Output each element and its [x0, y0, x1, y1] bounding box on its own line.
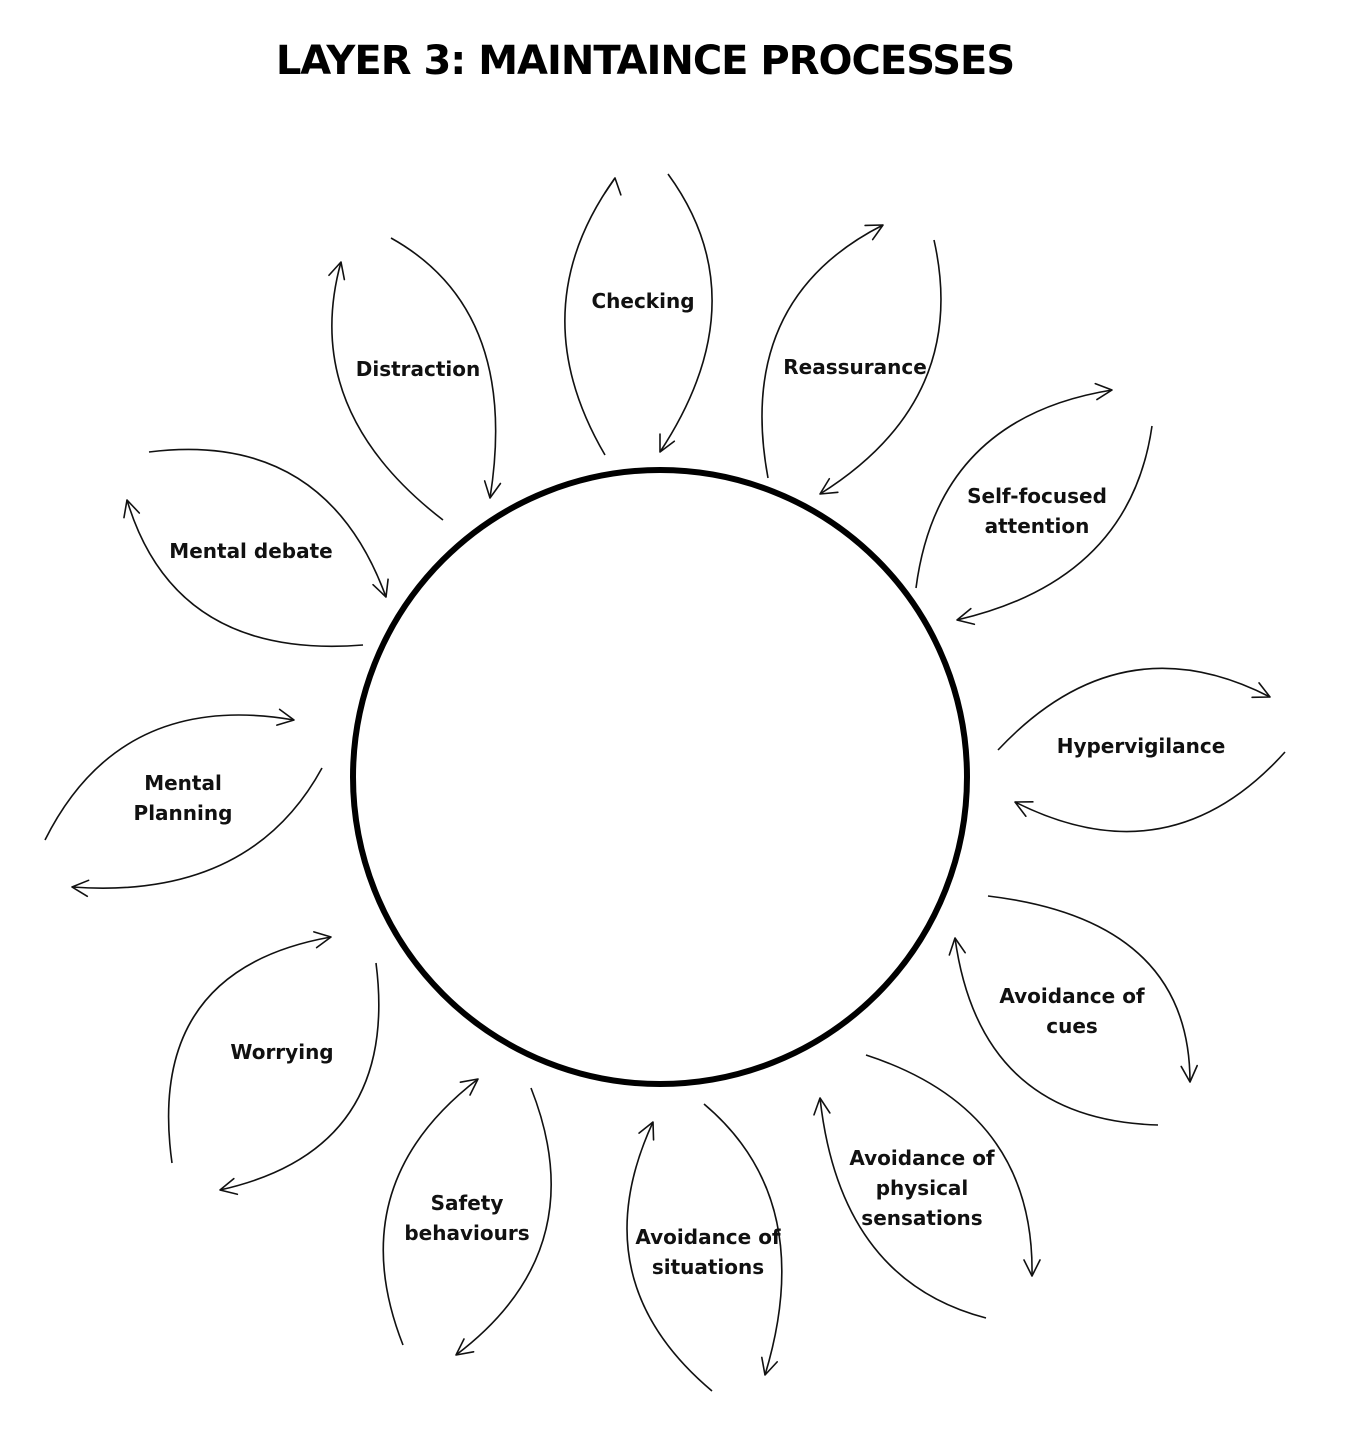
arrowhead-icon [638, 1121, 655, 1141]
cycle-arrow-inner [382, 1078, 479, 1346]
process-label: situations [652, 1255, 764, 1279]
process-label: cues [1046, 1014, 1098, 1038]
cycle-arrow-inner [659, 173, 713, 453]
cycle-arrow-outer [564, 177, 616, 456]
arrowhead-icon [864, 224, 884, 241]
arrowhead-icon [71, 879, 90, 898]
cycle-arrow-outer [865, 1054, 1033, 1277]
arrowhead-icon [459, 1078, 479, 1096]
process-label: Planning [134, 801, 233, 825]
arrowhead-icon [956, 607, 976, 626]
process-label: Safety [431, 1191, 504, 1215]
diagram-title: LAYER 3: MAINTAINCE PROCESSES [275, 38, 1015, 84]
process-reassurance: Reassurance [761, 224, 942, 495]
process-label: attention [985, 514, 1090, 538]
arrowhead-icon [313, 931, 332, 949]
process-label: Avoidance of [849, 1146, 995, 1170]
process-label: Checking [591, 289, 694, 313]
process-label: sensations [861, 1206, 982, 1230]
cycle-arrow-outer [987, 895, 1191, 1083]
cycle-arrow-outer [915, 389, 1113, 589]
arrowhead-icon [819, 477, 839, 495]
arrowhead-icon [1180, 1064, 1198, 1083]
cycle-arrow-outer [44, 714, 295, 841]
cycle-arrow-inner [71, 767, 323, 889]
cycle-arrow-inner [390, 237, 497, 499]
arrowhead-icon [1251, 682, 1271, 699]
cycle-arrow-outer [331, 261, 444, 521]
arrowhead-icon [1014, 801, 1034, 818]
arrowhead-icon [813, 1097, 831, 1116]
cycle-arrow-outer [703, 1103, 783, 1376]
process-hypervigilance: Hypervigilance [997, 667, 1286, 833]
process-mental-debate: Mental debate [123, 448, 389, 648]
cycle-arrow-inner [954, 937, 1159, 1126]
cycle-arrow-inner [626, 1121, 713, 1392]
process-label: Avoidance of [999, 984, 1145, 1008]
process-label: Worrying [230, 1040, 333, 1064]
arrowhead-icon [455, 1338, 475, 1356]
process-label: Self-focused [967, 484, 1107, 508]
process-label: Distraction [356, 357, 481, 381]
cycle-arrow-inner [956, 425, 1153, 621]
cycle-arrow-outer [997, 667, 1271, 751]
process-label: Avoidance of [635, 1225, 781, 1249]
process-avoidance-of-situations: Avoidance of situations [626, 1103, 783, 1392]
arrowhead-icon [1023, 1259, 1041, 1277]
arrowhead-icon [328, 261, 346, 281]
process-worrying: Worrying [167, 931, 380, 1196]
arrowhead-icon [659, 433, 676, 453]
arrowhead-icon [604, 177, 622, 196]
process-avoidance-of-physical-sensations: Avoidance of physical sensations [813, 1054, 1041, 1319]
process-label: Reassurance [783, 355, 927, 379]
process-safety-behaviours: Safety behaviours [382, 1078, 552, 1356]
process-label: physical [876, 1176, 969, 1200]
process-label: Hypervigilance [1057, 734, 1226, 758]
central-circle [350, 467, 970, 1087]
process-self-focused-attention: Self-focused attention [915, 382, 1153, 626]
arrowhead-icon [948, 937, 966, 956]
cycle-arrow-outer [455, 1087, 552, 1356]
cycle-arrow-outer [126, 499, 364, 648]
process-avoidance-of-cues: Avoidance of cues [948, 895, 1198, 1126]
arrowhead-icon [372, 578, 389, 598]
cycle-arrow-inner [148, 448, 387, 598]
arrowhead-icon [276, 708, 295, 726]
cycle-arrow-inner [819, 239, 942, 495]
arrowhead-icon [219, 1177, 239, 1196]
process-label: Mental debate [169, 539, 332, 563]
process-distraction: Distraction [328, 237, 502, 521]
cycle-arrow-inner [819, 1097, 987, 1319]
arrowhead-icon [1094, 382, 1113, 401]
arrowhead-icon [761, 1356, 778, 1376]
cycle-arrow-inner [1014, 751, 1286, 833]
process-label: Mental [144, 771, 222, 795]
process-checking: Checking [564, 173, 713, 456]
process-label: behaviours [404, 1221, 529, 1245]
cycle-arrow-outer [167, 936, 332, 1164]
arrowhead-icon [483, 480, 502, 499]
cycle-arrow-outer [761, 224, 884, 479]
arrowhead-icon [123, 499, 141, 519]
cycle-arrow-inner [219, 962, 380, 1191]
